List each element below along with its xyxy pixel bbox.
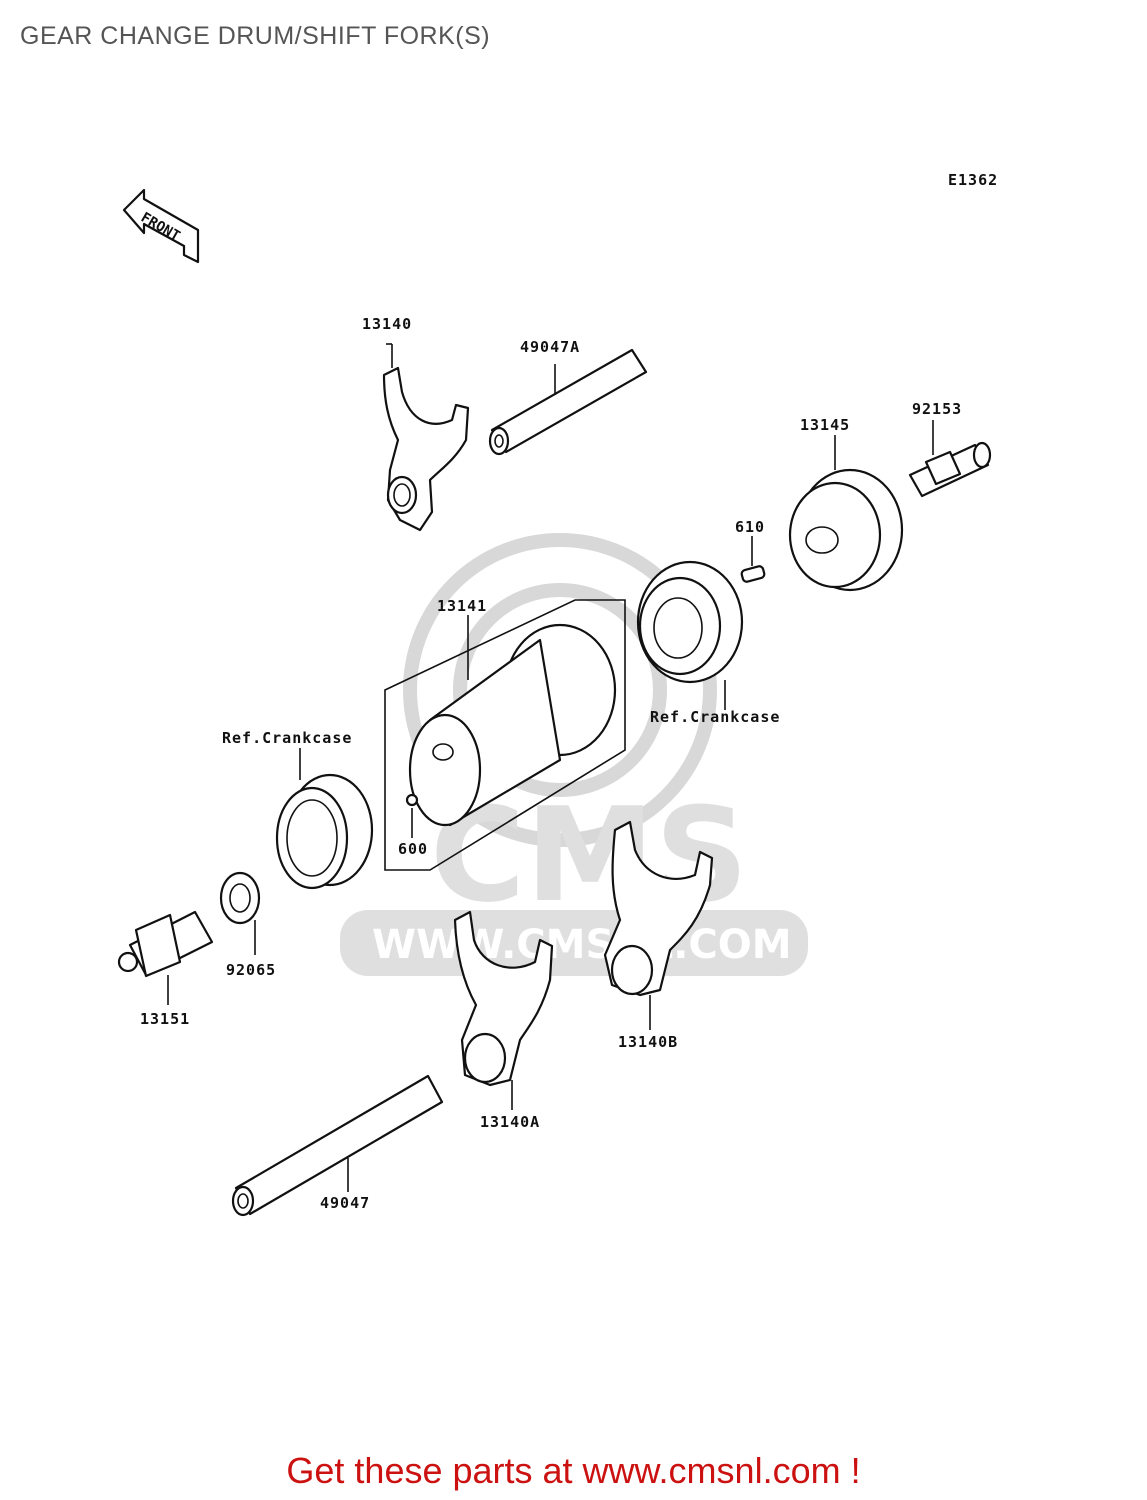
page-title: GEAR CHANGE DRUM/SHIFT FORK(S) [20, 22, 491, 50]
diagram-code: E1362 [948, 171, 998, 189]
label-13140B: 13140B [618, 1033, 678, 1051]
shift-fork-13140 [382, 343, 470, 532]
label-ref-crankcase-right: Ref.Crankcase [650, 708, 780, 726]
footer-link[interactable]: Get these parts at www.cmsnl.com ! [286, 1450, 861, 1491]
label-13151: 13151 [140, 1010, 190, 1028]
shaft-49047 [231, 1074, 444, 1217]
label-92153: 92153 [912, 400, 962, 418]
needle-bearing-left [275, 748, 374, 890]
plunger-13151 [117, 910, 214, 1005]
cam-plate-13145 [788, 435, 904, 592]
shift-fork-13140A [453, 910, 554, 1110]
label-13145: 13145 [800, 416, 850, 434]
label-13140: 13140 [362, 315, 412, 333]
washer-92065 [219, 871, 261, 955]
label-ref-crankcase-left: Ref.Crankcase [222, 729, 352, 747]
label-13140A: 13140A [480, 1113, 540, 1131]
pin-610 [740, 536, 766, 583]
front-arrow-icon: FRONT [122, 188, 200, 264]
label-610: 610 [735, 518, 765, 536]
shaft-49047A [488, 348, 648, 456]
gear-change-drum-13141 [384, 599, 626, 871]
bolt-92153 [908, 420, 992, 498]
label-49047A: 49047A [520, 338, 580, 356]
label-49047: 49047 [320, 1194, 370, 1212]
label-92065: 92065 [226, 961, 276, 979]
label-13141: 13141 [437, 597, 487, 615]
shift-fork-13140B [603, 820, 714, 1030]
bearing-right [636, 560, 744, 710]
svg-text:WWW.CMSNL.COM: WWW.CMSNL.COM [372, 922, 792, 968]
label-600: 600 [398, 840, 428, 858]
